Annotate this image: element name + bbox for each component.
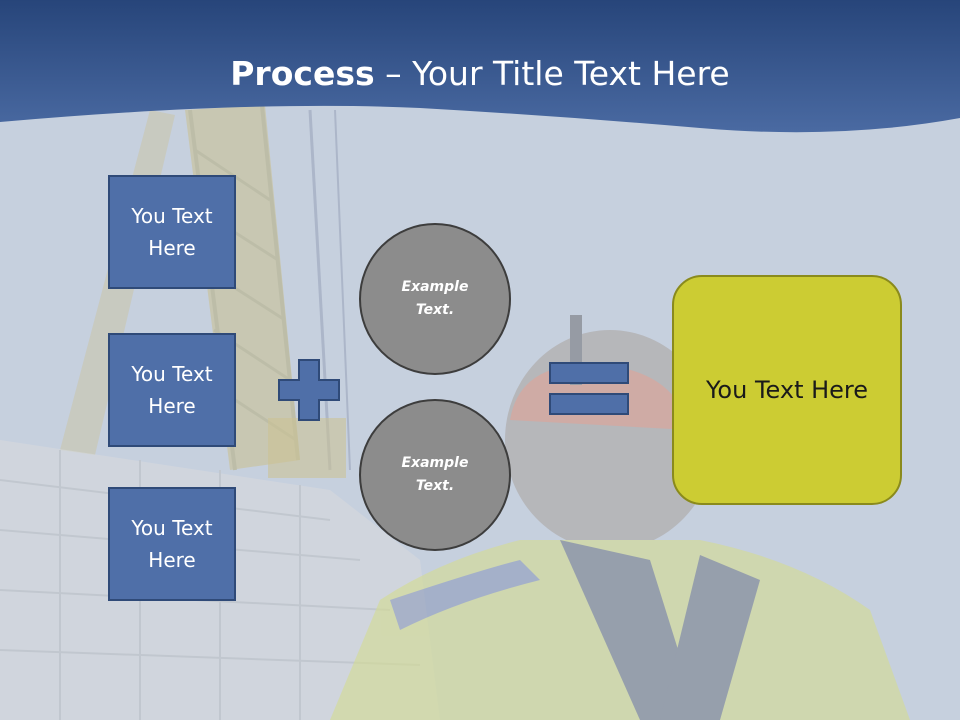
slide-title: Process – Your Title Text Here [0, 52, 960, 96]
crane-hook [268, 418, 346, 478]
input-box-2: You Text Here [108, 333, 236, 447]
example-circle-1-label: Example Text. [401, 279, 469, 318]
input-box-1: You Text Here [108, 175, 236, 289]
input-box-3-label: You Text Here [131, 516, 213, 572]
title-bold: Process [230, 54, 375, 93]
input-box-1-label: You Text Here [131, 204, 213, 260]
result-box-label: You Text Here [705, 376, 869, 404]
example-circle-2-label: Example Text. [401, 455, 469, 494]
plus-icon [278, 359, 340, 421]
input-box-3: You Text Here [108, 487, 236, 601]
example-circle-1: Example Text. [359, 223, 511, 375]
equals-icon [549, 362, 629, 415]
header-band [0, 0, 960, 133]
title-rest: – Your Title Text Here [374, 54, 730, 93]
input-box-2-label: You Text Here [131, 362, 213, 418]
result-box: You Text Here [672, 275, 902, 505]
example-circle-2: Example Text. [359, 399, 511, 551]
